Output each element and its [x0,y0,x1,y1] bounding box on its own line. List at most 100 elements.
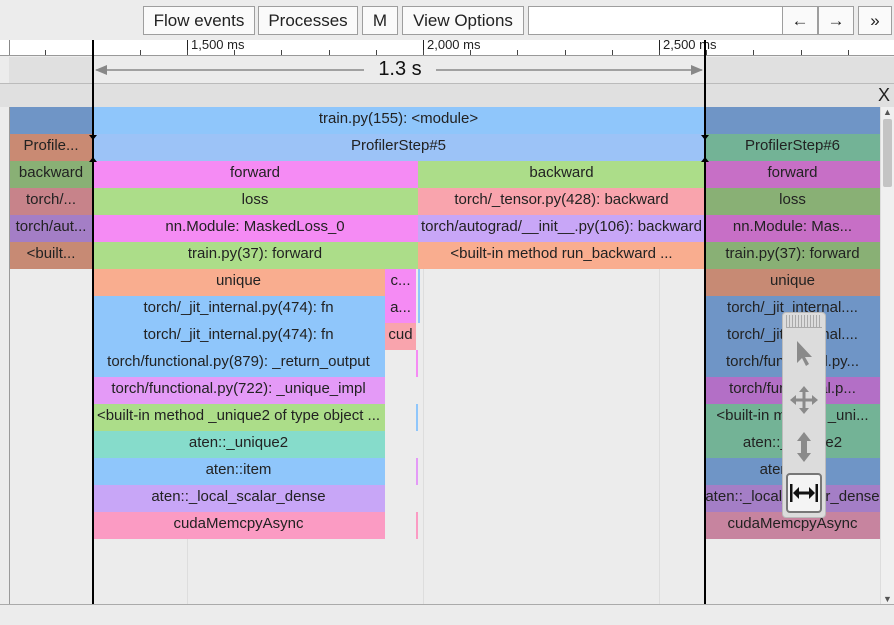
ruler-minor-tick [376,50,377,55]
ruler-major-tick [659,40,660,55]
vertical-scrollbar[interactable]: ▲ ▼ [880,107,894,604]
slice[interactable]: c... [385,269,416,296]
ruler-minor-tick [45,50,46,55]
slice[interactable] [10,107,92,134]
ruler-minor-tick [517,50,518,55]
expand-sidepanel-button[interactable]: » [858,6,892,35]
range-duration-label: 1.3 s [378,58,422,80]
slice[interactable]: <built-in method run_backward ... [418,242,705,269]
slice[interactable]: torch/_jit_internal.py(474): fn [92,323,385,350]
toolbar: Flow events Processes M View Options ← →… [0,0,894,40]
slice[interactable]: <built-in method _unique2 of type object… [92,404,385,431]
view-options-button[interactable]: View Options [402,6,524,35]
slice[interactable]: torch/autograd/__init__.py(106): backwar… [418,215,705,242]
slice[interactable]: torch/_jit_internal.... [705,296,880,323]
slice[interactable]: torch/_jit_internal.py(474): fn [92,296,385,323]
scroll-down-icon[interactable]: ▼ [883,594,892,604]
ruler-tick-label: 2,000 ms [427,40,481,52]
slice[interactable]: Profile... [10,134,92,161]
search-input[interactable] [528,6,784,35]
ruler-tick-label: 2,500 ms [663,40,717,52]
slice[interactable]: forward [92,161,418,188]
slice[interactable]: train.py(155): <module> [92,107,705,134]
slice[interactable] [416,512,418,539]
thread-track[interactable]: train.py(155): <module>Profile...Profile… [0,107,880,604]
slice[interactable]: train.py(37): forward [705,242,880,269]
gridline [659,107,660,604]
slice[interactable]: <built... [10,242,92,269]
slice[interactable]: nn.Module: Mas... [705,215,880,242]
pan-icon[interactable] [786,380,822,420]
ruler-minor-tick [329,50,330,55]
slice[interactable]: ProfilerStep#6 [705,134,880,161]
slice[interactable] [418,296,420,323]
next-result-button[interactable]: → [818,6,854,35]
slice[interactable]: train.py(37): forward [92,242,418,269]
slice[interactable]: unique [705,269,880,296]
ruler-tick-label: 1,500 ms [191,40,245,52]
ruler-edge [9,40,10,55]
slice[interactable]: backward [418,161,705,188]
ruler-minor-tick [612,50,613,55]
scrollbar-thumb[interactable] [883,119,892,187]
ruler-major-tick [423,40,424,55]
slice[interactable]: torch/aut... [10,215,92,242]
ruler-minor-tick [470,50,471,55]
ruler-minor-tick [659,50,660,55]
slice[interactable]: ProfilerStep#5 [92,134,705,161]
ruler-minor-tick [801,50,802,55]
slice[interactable]: unique [92,269,385,296]
range-indicator[interactable]: 1.3 s [0,57,894,83]
metadata-button[interactable]: M [362,6,398,35]
slice[interactable]: forward [705,161,880,188]
ruler-minor-tick [281,50,282,55]
range-arrow [95,65,703,75]
time-ruler[interactable]: 1,500 ms 2,000 ms 2,500 ms [0,40,894,56]
ruler-minor-tick [140,50,141,55]
slice[interactable]: loss [705,188,880,215]
mouse-mode-selector[interactable] [782,312,826,518]
slice[interactable]: cudaMemcpyAsync [92,512,385,539]
bottom-panel-bar[interactable] [0,604,894,625]
gridline [423,107,424,604]
ruler-minor-tick [93,50,94,55]
slice[interactable]: torch/functional.py(722): _unique_impl [92,377,385,404]
slice[interactable] [416,404,418,431]
track-header: X [0,83,894,107]
slice[interactable]: torch/_tensor.py(428): backward [418,188,705,215]
slice[interactable]: a... [385,296,416,323]
slice[interactable] [418,269,420,296]
slice[interactable]: nn.Module: MaskedLoss_0 [92,215,418,242]
slice[interactable]: torch/... [10,188,92,215]
scroll-up-icon[interactable]: ▲ [883,107,892,117]
select-icon[interactable] [786,333,822,373]
ruler-minor-tick [565,50,566,55]
range-shade-right [706,57,894,83]
slice[interactable]: loss [92,188,418,215]
ruler-minor-tick [187,50,188,55]
timing-icon[interactable] [786,473,822,513]
slice[interactable]: aten::item [92,458,385,485]
track-left-border [9,107,10,604]
zoom-icon[interactable] [786,427,822,467]
range-shade-left [9,57,93,83]
slice[interactable]: aten::_local_scalar_dense [92,485,385,512]
ruler-minor-tick [706,50,707,55]
slice[interactable]: cud [385,323,416,350]
prev-result-button[interactable]: ← [782,6,818,35]
slice[interactable] [705,107,880,134]
slice[interactable]: torch/functional.py(879): _return_output [92,350,385,377]
drag-handle[interactable] [786,315,822,328]
close-track-button[interactable]: X [877,85,890,105]
ruler-minor-tick [234,50,235,55]
slice[interactable] [416,458,418,485]
slice[interactable]: backward [10,161,92,188]
slice[interactable] [416,350,418,377]
ruler-minor-tick [753,50,754,55]
ruler-minor-tick [848,50,849,55]
slice[interactable]: aten::_unique2 [92,431,385,458]
ruler-minor-tick [423,50,424,55]
ruler-major-tick [187,40,188,55]
flow-events-button[interactable]: Flow events [143,6,255,35]
processes-button[interactable]: Processes [258,6,358,35]
